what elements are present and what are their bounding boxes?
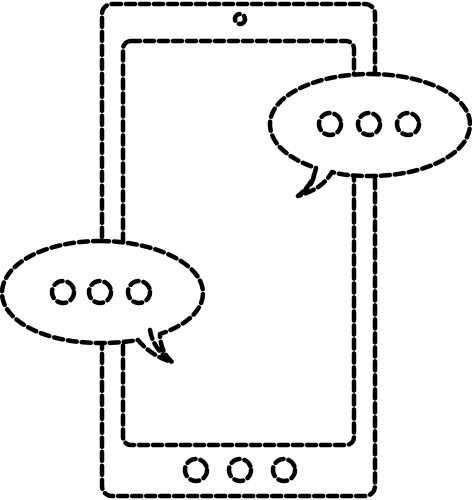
typing-dot bbox=[316, 110, 344, 138]
typing-dot bbox=[86, 278, 114, 306]
home-dots-icon bbox=[182, 456, 298, 484]
typing-dots-icon bbox=[316, 110, 422, 138]
bubble-right-tail-inner bbox=[299, 173, 317, 196]
typing-dots-icon bbox=[49, 278, 153, 306]
chat-bubble-right bbox=[267, 71, 472, 199]
bubble-left-tail-inner bbox=[147, 327, 171, 362]
home-dot bbox=[226, 456, 254, 484]
home-dot bbox=[270, 456, 298, 484]
camera-dot-icon bbox=[232, 11, 248, 27]
home-dot bbox=[182, 456, 210, 484]
typing-dot bbox=[355, 110, 383, 138]
typing-dot bbox=[394, 110, 422, 138]
chat-bubble-left bbox=[0, 238, 206, 365]
typing-dot bbox=[125, 278, 153, 306]
typing-dot bbox=[49, 278, 77, 306]
